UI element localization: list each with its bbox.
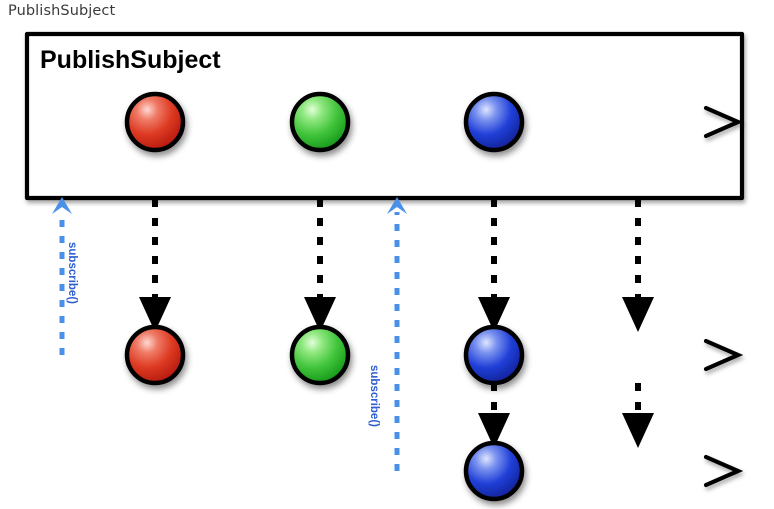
emission-arrow-complete-2: [622, 383, 654, 448]
publish-subject-timeline: [34, 91, 744, 153]
arrowhead-down-icon: [622, 413, 654, 448]
arrowhead-down-icon: [478, 297, 510, 332]
publish-subject-box-label: PublishSubject: [40, 46, 221, 74]
subscribe-arrow-2: [387, 197, 407, 471]
emission-arrow-green: [304, 199, 336, 332]
timeline-arrowhead-icon: [703, 105, 744, 139]
emission-arrow-complete: [622, 199, 654, 332]
arrowhead-up-icon: [387, 197, 407, 214]
marble-blue: [463, 324, 525, 386]
timeline-arrowhead-icon: [703, 338, 744, 372]
marble-green: [289, 91, 351, 153]
emission-arrows-row1: [139, 199, 654, 332]
subscriber-1-timeline: [25, 324, 744, 386]
marble-blue: [463, 440, 525, 502]
emission-arrow-blue: [478, 199, 510, 332]
arrowhead-down-icon: [139, 297, 171, 332]
timeline-arrowhead-icon: [703, 454, 744, 488]
subscribe-label-2: subscribe(): [368, 365, 380, 427]
arrowhead-down-icon: [478, 413, 510, 448]
subscriber-2-timeline: [368, 440, 744, 502]
marble-red: [124, 324, 186, 386]
emission-arrows-row2: [478, 383, 654, 448]
subscribe-arrow-1: [52, 197, 72, 355]
emission-arrow-red: [139, 199, 171, 332]
arrowhead-down-icon: [622, 297, 654, 332]
marble-green: [289, 324, 351, 386]
subscribe-label-1: subscribe(): [66, 242, 78, 304]
emission-arrow-blue-2: [478, 383, 510, 448]
marble-blue: [463, 91, 525, 153]
arrowhead-up-icon: [52, 197, 72, 214]
page-title: PublishSubject: [8, 3, 116, 19]
marble-red: [124, 91, 186, 153]
arrowhead-down-icon: [304, 297, 336, 332]
